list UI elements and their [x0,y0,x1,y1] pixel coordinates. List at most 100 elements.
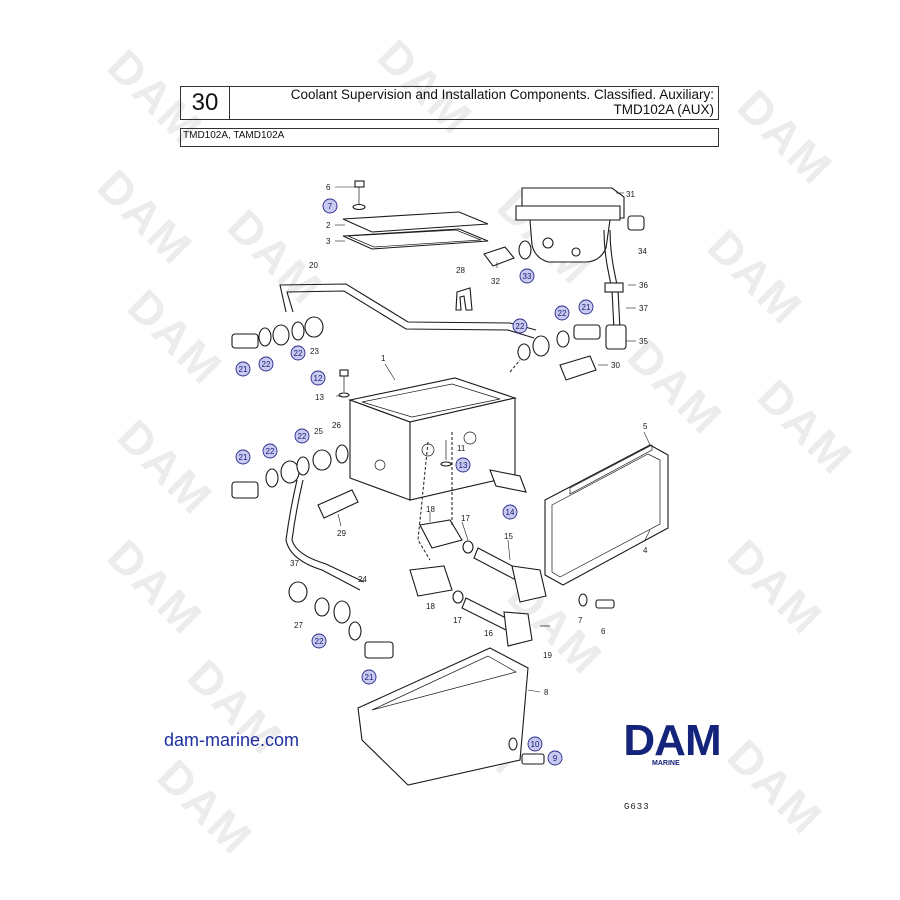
svg-text:7: 7 [328,202,333,211]
plug-fitting [288,581,308,603]
sensor-pipe-edge [609,229,621,331]
callout-15: 15 [504,532,513,541]
sealing-washer [517,343,531,361]
callout-17: 17 [461,514,470,523]
svg-text:22: 22 [298,432,307,441]
svg-text:22: 22 [294,349,303,358]
washer [338,392,350,398]
callout-6b: 6 [601,627,606,636]
callout-22-circled: 22 [294,428,310,444]
callout-11: 11 [457,444,466,453]
callout-36: 36 [639,281,648,290]
sealing-washer [335,444,349,464]
callout-37b: 37 [290,559,299,568]
sensor-tube [473,547,521,581]
callout-4: 4 [643,546,648,555]
svg-text:22: 22 [262,360,271,369]
svg-text:21: 21 [239,453,248,462]
callout-13-circled: 13 [455,457,471,473]
washer [578,593,588,607]
callout-17b: 17 [453,616,462,625]
callout-22-circled: 22 [258,356,274,372]
callout-37: 37 [639,304,648,313]
junction-box-opening [361,383,501,418]
svg-text:22: 22 [266,447,275,456]
assembly-line [509,359,521,373]
sensor-body [529,219,611,263]
box-port [463,431,477,445]
sealing-washer [348,621,362,641]
gasket-inner-edge [347,229,482,248]
washer [352,203,366,211]
union-fitting [483,246,515,267]
sealing-washer [258,327,272,347]
screw [521,753,545,765]
sensor-element [409,565,453,597]
sensor-port [542,237,554,249]
banjo-bolt [231,481,259,499]
site-url-link[interactable]: dam-marine.com [164,730,300,750]
svg-text:21: 21 [239,365,248,374]
callout-13: 13 [315,393,324,402]
sensor-bracket [511,565,547,603]
svg-text:21: 21 [582,303,591,312]
sealing-washer [518,240,532,260]
leader-lines [335,186,651,693]
bracket-fold [371,655,517,711]
callout-21-circled: 21 [578,299,594,315]
callout-22-circled: 22 [512,318,528,334]
sensor-pipe [603,229,615,331]
callout-22-circled: 22 [554,305,570,321]
svg-text:12: 12 [314,374,323,383]
screw [595,599,615,609]
callout-19: 19 [543,651,552,660]
panel-gasket [569,444,653,495]
callout-14-circled: 14 [502,504,518,520]
svg-text:33: 33 [523,272,532,281]
coolant-pipe-edge [286,290,535,339]
cover-panel-inner [551,453,661,578]
svg-text:21: 21 [365,673,374,682]
callout-7b: 7 [578,616,583,625]
threaded-fitting [559,355,597,381]
callout-24: 24 [358,575,367,584]
banjo-bolt [573,324,601,340]
callout-27: 27 [294,621,303,630]
plain-callouts: 6 2 3 31 32 34 28 20 36 37 35 23 30 1 13… [290,183,648,697]
engine-models: TMD102A, TAMD102A [183,130,285,141]
sensor-tube [461,597,511,631]
banjo-fitting [272,324,290,346]
callout-1: 1 [381,354,386,363]
temperature-sensor [489,469,527,493]
pipe-connector [317,489,359,519]
callout-16: 16 [484,629,493,638]
page-title-line1: Coolant Supervision and Installation Com… [290,87,714,102]
screw-head [339,369,349,377]
callout-5: 5 [643,422,648,431]
callout-6: 6 [326,183,331,192]
banjo-bolt [231,333,259,349]
svg-text:22: 22 [558,309,567,318]
washer [440,461,452,467]
drawing-code: G633 [624,802,650,812]
callout-34: 34 [638,247,647,256]
callout-35: 35 [639,337,648,346]
callout-12-circled: 12 [310,370,326,386]
parts-drawing [231,180,669,786]
callout-18b: 18 [426,602,435,611]
callout-9-circled: 9 [547,750,563,766]
callout-26: 26 [332,421,341,430]
sealing-washer [556,330,570,348]
mounting-bracket [357,647,529,786]
svg-text:9: 9 [553,754,558,763]
callout-22-circled: 22 [290,345,306,361]
svg-text:22: 22 [315,637,324,646]
screw-head [354,180,365,188]
coolant-pipe-edge [291,479,365,583]
o-ring [462,540,474,554]
cover-panel [544,444,669,586]
plug [627,215,645,231]
svg-text:10: 10 [531,740,540,749]
svg-text:22: 22 [516,322,525,331]
banjo-bolt [364,641,394,659]
